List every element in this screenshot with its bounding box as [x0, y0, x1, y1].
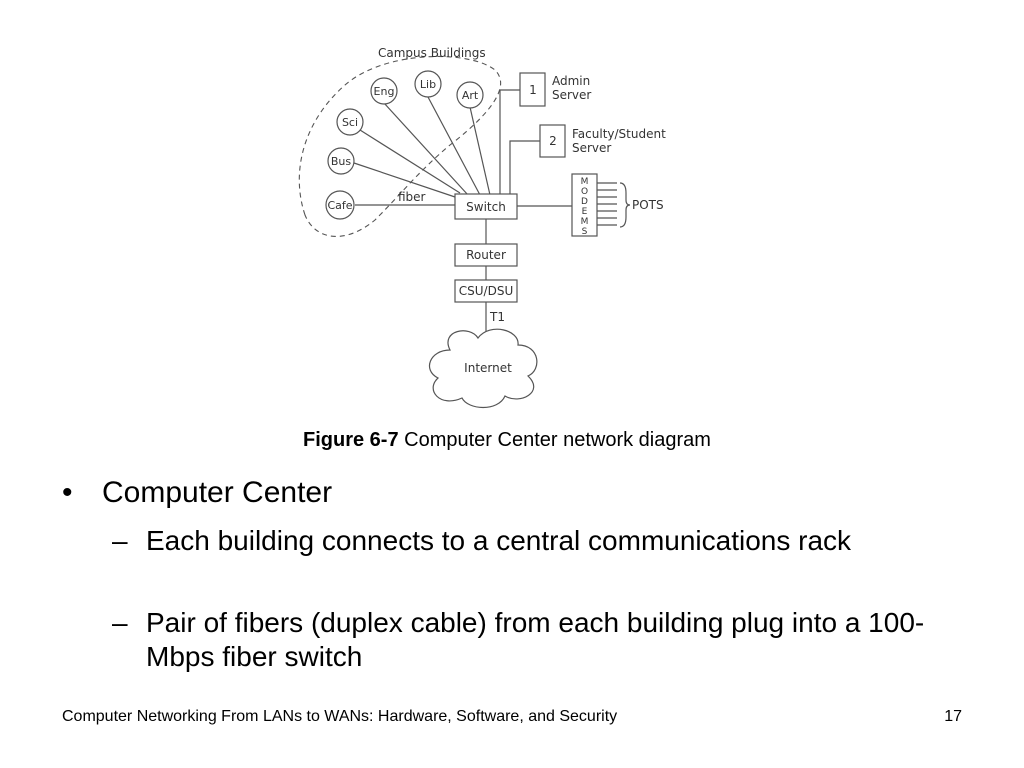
page-number: 17 [944, 708, 962, 725]
csu-dsu-label: CSU/DSU [459, 284, 513, 298]
bullet-mark: • [62, 476, 73, 509]
building-art-label: Art [462, 89, 479, 102]
modem-letter: M [581, 177, 589, 187]
building-bus: Bus [327, 147, 355, 175]
campus-boundary [298, 55, 502, 237]
sub-bullet-2-text: Pair of fibers (duplex cable) from each … [146, 607, 925, 672]
campus-buildings-label: Campus Buildings [378, 46, 486, 60]
router-label: Router [466, 248, 506, 262]
sub-bullet-2: – Pair of fibers (duplex cable) from eac… [112, 606, 942, 674]
admin-server-label-2: Server [552, 88, 591, 102]
server-links [499, 89, 572, 207]
faculty-server-label-2: Server [572, 141, 611, 155]
internet-label: Internet [464, 361, 512, 375]
dash-mark: – [112, 607, 128, 638]
building-eng: Eng [370, 77, 398, 105]
switch-box: Switch [454, 193, 518, 220]
building-sci: Sci [336, 108, 364, 136]
csu-dsu-box: CSU/DSU [454, 279, 518, 303]
building-art: Art [456, 81, 484, 109]
modem-letter: O [581, 187, 588, 197]
network-diagram: Campus Buildings fiber Eng Lib Art Sci B… [298, 46, 666, 409]
building-lib-label: Lib [420, 78, 436, 91]
figure-number: Figure 6-7 [303, 429, 399, 451]
faculty-student-server: 2 Faculty/Student Server [539, 124, 666, 158]
switch-label: Switch [466, 200, 506, 214]
dash-mark: – [112, 525, 128, 556]
building-cafe-label: Cafe [327, 199, 352, 212]
figure-caption-text: Computer Center network diagram [398, 429, 711, 451]
pots-lines [597, 182, 631, 228]
pots-label: POTS [632, 198, 664, 212]
building-eng-label: Eng [374, 85, 395, 98]
building-cafe: Cafe [325, 190, 355, 220]
building-sci-label: Sci [342, 116, 358, 129]
sub-bullet-1: – Each building connects to a central co… [112, 524, 942, 558]
modem-letter: D [581, 197, 588, 207]
faculty-server-label-1: Faculty/Student [572, 127, 666, 141]
building-links [353, 96, 491, 206]
router-box: Router [454, 243, 518, 267]
modem-letter: M [581, 217, 589, 227]
footer-text: Computer Networking From LANs to WANs: H… [62, 708, 618, 725]
admin-server-number: 1 [529, 83, 537, 97]
sub-bullet-1-text: Each building connects to a central comm… [146, 525, 852, 556]
admin-server-label-1: Admin [552, 74, 590, 88]
modem-letter: E [582, 207, 588, 217]
modem-letter: S [582, 227, 588, 237]
building-bus-label: Bus [331, 155, 352, 168]
t1-label: T1 [489, 310, 505, 324]
fiber-label: fiber [398, 190, 426, 204]
internet-cloud: Internet [428, 328, 538, 409]
building-lib: Lib [414, 70, 442, 98]
admin-server: 1 Admin Server [519, 72, 591, 107]
figure-caption: Figure 6-7 Computer Center network diagr… [303, 426, 711, 454]
faculty-server-number: 2 [549, 134, 557, 148]
modem-rack: M O D E M S [571, 173, 598, 237]
bullet-main-text: Computer Center [102, 476, 333, 509]
